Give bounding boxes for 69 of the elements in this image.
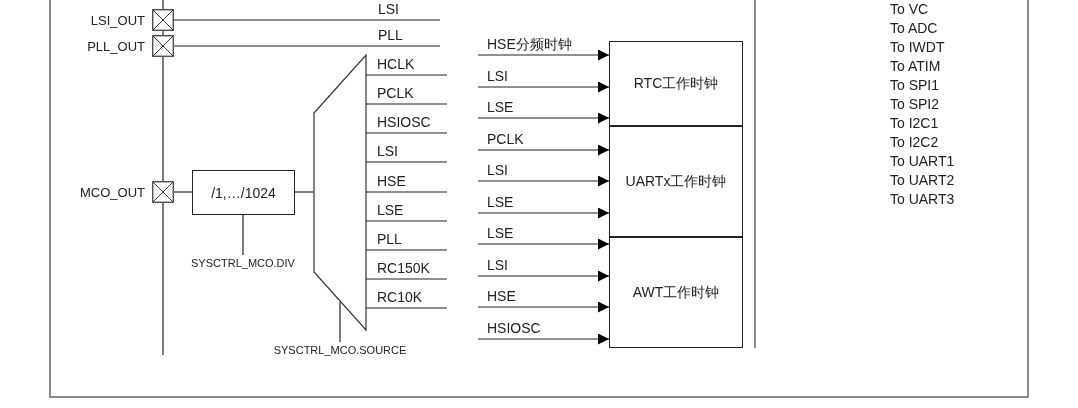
signal-line: [162, 56, 164, 182]
pin-label: MCO_OUT: [80, 183, 145, 201]
clock-box: AWT工作时钟: [609, 237, 743, 348]
edge-label: LSI: [377, 143, 398, 160]
destination-label: To VC: [890, 1, 929, 18]
clock-box: RTC工作时钟: [609, 41, 743, 126]
edge-label: HSE: [377, 173, 406, 190]
destination-label: To ATIM: [890, 58, 941, 75]
edge-label: LSI: [487, 162, 508, 179]
arrow: [477, 207, 610, 219]
edge-label: HSIOSC: [487, 320, 541, 337]
signal-line: [294, 191, 314, 193]
signal-line: [365, 249, 448, 251]
register-label: SYSCTRL_MCO.SOURCE: [263, 342, 417, 358]
arrow: [477, 175, 610, 187]
destination-label: To ADC: [890, 20, 938, 37]
destination-label: To SPI2: [890, 96, 940, 113]
signal-line: [365, 161, 448, 163]
destination-label: To IWDT: [890, 39, 945, 56]
arrow: [477, 333, 610, 345]
destination-label: To UART1: [890, 153, 955, 170]
arrow: [477, 270, 610, 282]
edge-label: PCLK: [377, 85, 414, 102]
arrow: [477, 112, 610, 124]
signal-line: [173, 19, 441, 21]
signal-line: [162, 0, 164, 10]
edge-label: PCLK: [487, 131, 524, 148]
edge-label: LSE: [487, 99, 514, 116]
destination-label: To UART2: [890, 172, 955, 189]
signal-line: [173, 45, 441, 47]
edge-label: LSI: [378, 1, 399, 18]
leader-line: [339, 301, 341, 343]
edge-label: LSE: [487, 225, 514, 242]
destination-label: To UART3: [890, 191, 955, 208]
edge-label: HSIOSC: [377, 114, 431, 131]
signal-line: [162, 30, 164, 36]
edge-label: HSE分频时钟: [487, 36, 572, 53]
edge-label: LSE: [377, 202, 404, 219]
pin-label: LSI_OUT: [90, 11, 145, 29]
arrow: [477, 49, 610, 61]
destination-label: To I2C2: [890, 134, 939, 151]
register-label: SYSCTRL_MCO.DIV: [178, 255, 308, 271]
edge-label: HCLK: [377, 56, 415, 73]
signal-line: [365, 132, 448, 134]
leader-line: [242, 214, 244, 256]
edge-label: LSE: [487, 194, 514, 211]
clock-box: UARTx工作时钟: [609, 126, 743, 237]
signal-line: [365, 278, 448, 280]
signal-line: [365, 103, 448, 105]
signal-line: [162, 202, 164, 356]
arrow: [477, 238, 610, 250]
edge-label: HSE: [487, 288, 516, 305]
arrow: [477, 81, 610, 93]
edge-label: PLL: [377, 231, 402, 248]
destination-label: To I2C1: [890, 115, 939, 132]
edge-label: LSI: [487, 257, 508, 274]
edge-label: PLL: [378, 27, 403, 44]
edge-label: RC10K: [377, 289, 423, 306]
arrow: [477, 144, 610, 156]
destination-label: To SPI1: [890, 77, 940, 94]
signal-line: [365, 74, 448, 76]
signal-line: [365, 307, 448, 309]
signal-line: [173, 191, 193, 193]
signal-line: [365, 191, 448, 193]
arrow: [477, 301, 610, 313]
pin-label: PLL_OUT: [87, 37, 145, 55]
edge-label: LSI: [487, 68, 508, 85]
edge-label: RC150K: [377, 260, 430, 277]
signal-line: [365, 220, 448, 222]
